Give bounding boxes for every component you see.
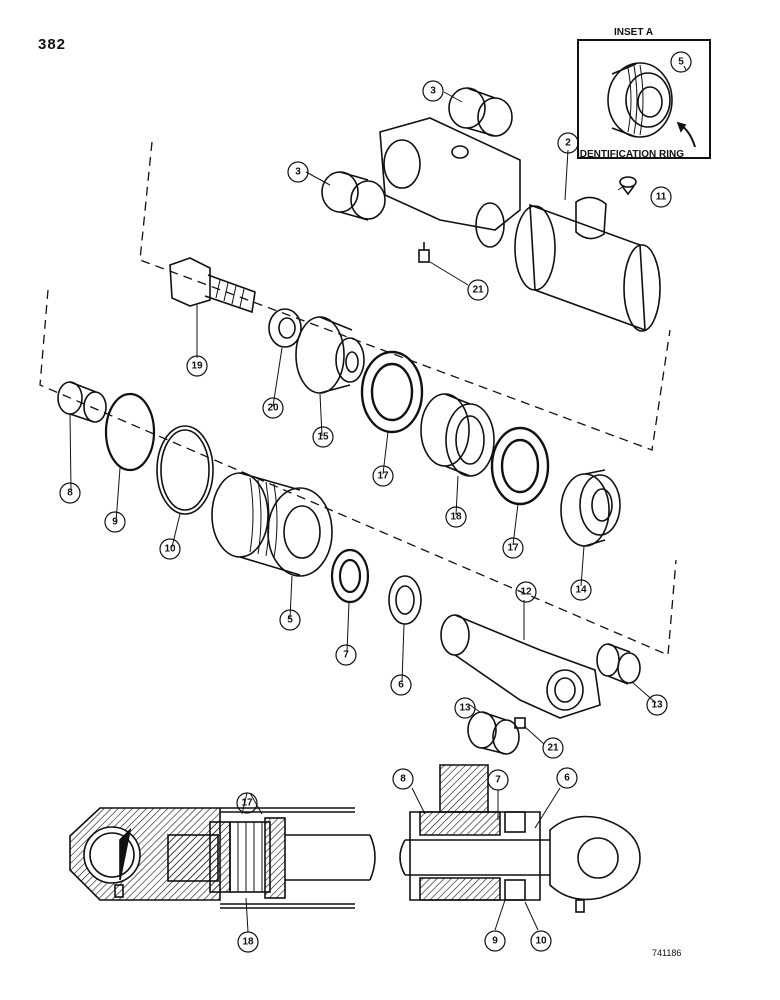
callout-13-right: 13 [651, 700, 663, 711]
callout-8: 8 [67, 488, 73, 499]
callout-21-upper: 21 [472, 285, 484, 296]
dashed-boundary-upper [139, 141, 671, 451]
callout-5-inset: 5 [678, 57, 684, 68]
callout-21-lower: 21 [547, 743, 559, 754]
leader-lines [69, 65, 687, 745]
o-ring-part-9 [104, 392, 156, 472]
section-callout-6: 6 [564, 773, 570, 784]
washer-part-20 [268, 308, 302, 348]
bushing-part-13-left [467, 711, 520, 755]
seal-ring-part-17-upper [360, 350, 424, 434]
callout-17-lower: 17 [507, 543, 519, 554]
grease-fitting-part-21-upper [418, 242, 430, 263]
section-callout-17: 17 [241, 798, 253, 809]
callout-2: 2 [565, 138, 571, 149]
callout-13-left: 13 [459, 703, 471, 714]
bolt-part-19 [169, 257, 256, 314]
callout-10: 10 [164, 544, 176, 555]
callout-19: 19 [191, 361, 203, 372]
callout-17-upper: 17 [377, 471, 389, 482]
inset-piston-part [607, 62, 673, 138]
bushing-part-3-top [448, 87, 513, 137]
callout-3-left: 3 [295, 167, 301, 178]
rod-seal-part-7 [330, 548, 370, 604]
barrel-part-2 [514, 196, 661, 332]
seal-ring-part-17-lower [490, 426, 550, 506]
rod-eye-part-12 [440, 614, 601, 719]
gland-part-5 [211, 472, 333, 577]
inset-title: INSET A [614, 27, 654, 38]
callout-12: 12 [520, 587, 532, 598]
section-callout-18: 18 [242, 937, 254, 948]
callout-5: 5 [287, 615, 293, 626]
bushing-part-3-left [321, 171, 386, 221]
callout-circles [59, 51, 692, 953]
grease-fitting-part-21-lower [514, 717, 526, 729]
section-view-right [399, 764, 641, 931]
page-number: 382 [38, 36, 67, 53]
callout-3-top: 3 [430, 86, 436, 97]
callout-14: 14 [575, 585, 587, 596]
callout-11: 11 [656, 192, 667, 203]
section-callout-8: 8 [400, 774, 406, 785]
callout-18: 18 [450, 512, 462, 523]
wiper-part-8 [57, 381, 107, 423]
bushing-part-13-right [596, 643, 641, 685]
backup-ring-part-10 [156, 425, 214, 515]
dashed-boundary-lower [39, 289, 677, 656]
callout-20: 20 [267, 403, 279, 414]
callout-6: 6 [398, 680, 404, 691]
wear-ring-part-18 [420, 393, 495, 477]
identification-ring-label: IDENTIFICATION RING [577, 149, 685, 160]
spacer-part-15 [295, 316, 365, 394]
inset-a-frame [577, 39, 711, 159]
callout-7: 7 [343, 650, 349, 661]
drawing-number: 741186 [652, 948, 682, 958]
wiper-seal-part-6 [388, 575, 422, 625]
cylinder-head-part [379, 117, 521, 248]
section-callout-10: 10 [535, 936, 547, 947]
section-callout-7: 7 [495, 775, 501, 786]
callout-9: 9 [112, 517, 118, 528]
screw-part-11 [619, 176, 637, 196]
nut-part-14 [560, 469, 621, 547]
section-callout-9: 9 [492, 936, 498, 947]
callout-15: 15 [317, 432, 329, 443]
section-view-left [69, 792, 376, 933]
